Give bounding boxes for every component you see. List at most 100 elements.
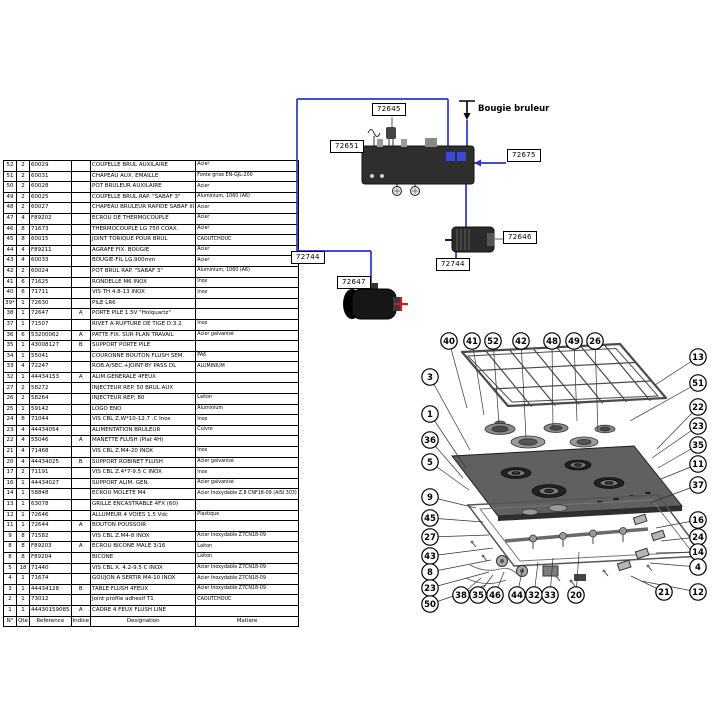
balloon-number: 26: [589, 337, 601, 347]
table-cell: Acier galvanisé: [195, 456, 299, 469]
balloon-number: 5: [427, 458, 433, 468]
table-cell: RONDELLE M6 INOX: [90, 276, 197, 289]
table-cell: 1: [16, 340, 30, 352]
part-label-72744: 72744: [436, 258, 470, 271]
table-cell: 63078: [29, 499, 72, 511]
table-cell: 1: [16, 499, 30, 511]
table-cell: Inox: [195, 446, 299, 458]
table-cell: VIS TH 4.8-13 INOX: [90, 287, 197, 299]
balloon-49: [565, 332, 583, 350]
table-cell: GRILLE ENCASTRABLE 4FX (60): [90, 499, 197, 511]
cooktop-panel: [451, 445, 683, 521]
table-cell: Inox: [195, 414, 299, 426]
table-cell: ECROU MOLETE M4: [90, 488, 197, 500]
balloon-number: 21: [658, 588, 670, 598]
leader-line: [429, 559, 492, 573]
balloon-number: 51: [692, 379, 704, 389]
leader-line: [471, 340, 485, 416]
table-cell: SUPPORT PORTE PILE: [90, 340, 197, 352]
balloon-number: 41: [466, 337, 478, 347]
balloon-46: [486, 586, 504, 604]
balloon-number: 52: [487, 337, 499, 347]
balloon-number: 33: [544, 591, 556, 601]
table-cell: 1: [16, 308, 30, 320]
table-cell: [195, 308, 299, 320]
table-cell: 58264: [29, 393, 72, 405]
balloon-4: [689, 558, 707, 576]
table-cell: 4: [16, 424, 30, 437]
balloon-number: 4: [695, 563, 701, 573]
balloon-35: [469, 586, 487, 604]
balloon-41: [463, 332, 481, 350]
balloon-13: [689, 348, 707, 366]
table-cell: [195, 499, 299, 511]
table-cell: 60024: [29, 265, 72, 278]
balloon-number: 24: [692, 533, 704, 543]
part-label-72744: 72744: [291, 251, 325, 264]
table-cell: SUPPORT ALIM. GEN.: [90, 477, 197, 490]
table-cell: Laiton: [195, 393, 299, 405]
table-cell: [195, 371, 299, 384]
leader-line: [492, 340, 500, 425]
leader-line: [520, 340, 527, 438]
balloon-11: [689, 455, 707, 473]
balloon-number: 1: [427, 410, 433, 420]
balloon-number: 43: [424, 552, 436, 562]
balloon-number: 44: [511, 591, 523, 601]
ignition-module: [361, 117, 503, 240]
balloon-26: [586, 332, 604, 350]
table-cell: Aluminium, 1060 (A6): [195, 265, 299, 278]
table-cell: RIVET A RUPTURE DE TIGE D.3.2: [90, 318, 197, 331]
balloon-number: 48: [546, 337, 558, 347]
exploded-grille: [460, 342, 668, 408]
table-cell: COURONNE BOUTON FLUSH SEM.: [90, 350, 197, 363]
table-cell: 4: [16, 456, 30, 469]
table-cell: VIS CBL Z.M4-20 INOX: [90, 446, 197, 458]
table-cell: Inox: [195, 318, 299, 331]
balloon-27: [421, 528, 439, 546]
table-cell: PATTE FIX. SUR PLAN TRAVAIL: [90, 329, 197, 342]
table-cell: 71711: [29, 287, 72, 299]
table-cell: ALIMENTATION BRULEUR: [90, 424, 197, 437]
table-cell: 44434054: [29, 424, 72, 437]
table-cell: 53200062: [29, 329, 72, 342]
table-cell: Acier Inoxydable Z.8 CNF18-09 (AISI 303): [195, 488, 299, 500]
balloon-number: 32: [528, 591, 540, 601]
table-cell: 58272: [29, 382, 72, 395]
table-cell: 6: [16, 287, 30, 299]
table-cell: 43008127: [29, 340, 72, 352]
table-cell: 1: [16, 350, 30, 363]
leader-line: [656, 406, 699, 450]
table-cell: Cuivre: [195, 424, 299, 437]
balloon-number: 42: [515, 337, 527, 347]
igniter-part: [445, 226, 495, 253]
balloon-number: 16: [692, 516, 704, 526]
table-cell: Inox: [195, 287, 299, 299]
table-cell: VIS CBL Z.W*10-12.7 .C Inox: [90, 414, 197, 426]
table-cell: [195, 382, 299, 395]
table-cell: ALUMINIUM: [195, 361, 299, 373]
balloon-number: 11: [692, 460, 704, 470]
table-cell: 55041: [29, 350, 72, 363]
balloon-51: [689, 374, 707, 392]
table-cell: POT BRUL RAP. "SABAF 3": [90, 265, 197, 278]
table-cell: [195, 340, 299, 352]
table-cell: 71625: [29, 276, 72, 289]
balloon-number: 49: [568, 337, 580, 347]
table-cell: 4: [16, 446, 30, 458]
table-cell: 6: [16, 329, 30, 342]
